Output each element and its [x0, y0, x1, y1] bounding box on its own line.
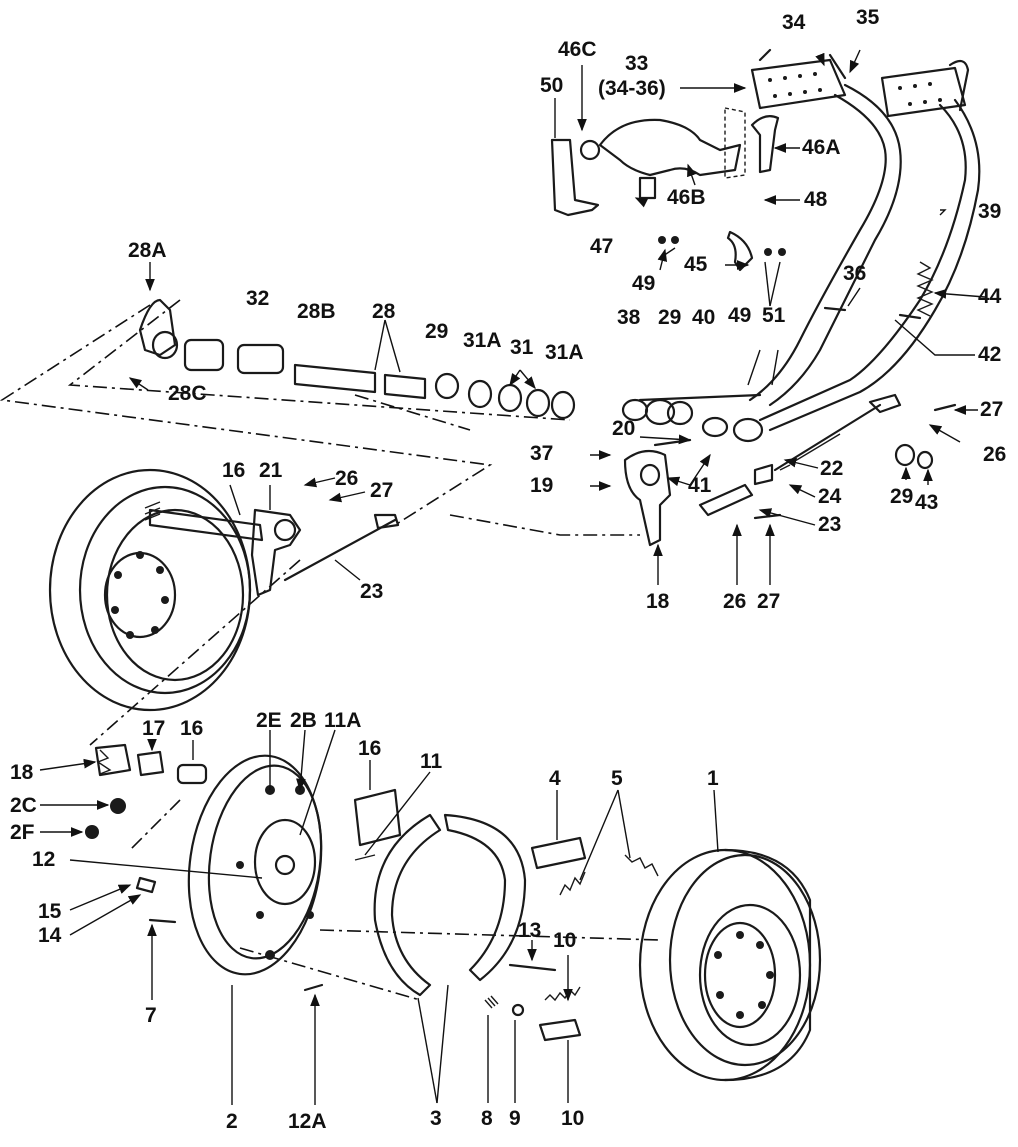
label-27-left: 27 — [370, 479, 393, 502]
label-15: 15 — [38, 900, 62, 923]
label-12A: 12A — [288, 1110, 327, 1133]
label-28: 28 — [372, 300, 396, 323]
springs-pins — [148, 836, 659, 1042]
label-26-bottom: 26 — [723, 590, 746, 613]
label-1: 1 — [707, 767, 719, 790]
label-49-right: 49 — [728, 304, 751, 327]
label-14: 14 — [38, 924, 62, 947]
label-47: 48 — [804, 188, 828, 211]
left-small-parts — [85, 743, 402, 894]
label-36: 36 — [843, 262, 866, 285]
label-44: 44 — [978, 285, 1002, 308]
label-45: 45 — [684, 253, 708, 276]
leader-lines — [39, 49, 986, 1105]
label-2F: 2F — [10, 821, 35, 844]
label-20: 21 — [259, 459, 283, 482]
label-46B: 46C — [558, 38, 597, 61]
label-37: 37 — [530, 442, 553, 465]
label-28C: 28C — [168, 382, 207, 405]
label-34-36: (34-36) — [598, 77, 666, 100]
label-48: 50 — [540, 74, 563, 97]
label-33: 33 — [625, 52, 648, 75]
label-11A: 11A — [324, 709, 361, 732]
label-28B: 28B — [297, 300, 336, 323]
label-7: 8 — [481, 1107, 493, 1130]
label-19: 18 — [646, 590, 670, 613]
assembled-brake-unit — [48, 468, 400, 712]
label-41: 41 — [688, 474, 712, 497]
label-10: 10 — [553, 929, 576, 952]
label-22: 20 — [612, 417, 635, 440]
label-50: 51 — [762, 304, 786, 327]
label-43: 43 — [915, 491, 938, 514]
label-28A: 28A — [128, 239, 167, 262]
label-2E: 2E — [256, 709, 282, 732]
label-16-top: 16 — [222, 459, 245, 482]
label-31A-right: 31A — [545, 341, 584, 364]
label-27-bottom: 27 — [757, 590, 780, 613]
label-27-top-right: 27 — [980, 398, 1003, 421]
label-29-left: 29 — [425, 320, 448, 343]
label-9: 10 — [561, 1107, 584, 1130]
label-49-left: 49 — [632, 272, 655, 295]
label-8: 9 — [509, 1107, 521, 1130]
brake-shoes — [354, 813, 527, 997]
label-23-right: 22 — [820, 457, 843, 480]
label-31A-left: 31A — [463, 329, 502, 352]
brake-pedals — [621, 48, 981, 472]
label-46C: 47 — [590, 235, 613, 258]
label-17: 17 — [142, 717, 165, 740]
label-38: 38 — [617, 306, 641, 329]
label-16-left: 16 — [180, 717, 203, 740]
label-25: 24 — [818, 485, 842, 508]
label-18: 18 — [10, 761, 34, 784]
label-39: 39 — [978, 200, 1001, 223]
cross-shaft-parts — [138, 298, 576, 420]
label-2: 2 — [226, 1110, 238, 1133]
label-29-middle: 29 — [658, 306, 681, 329]
label-26-left: 26 — [335, 467, 358, 490]
label-31: 31 — [510, 336, 534, 359]
label-11: 11 — [420, 750, 443, 773]
label-46A: 46B — [667, 186, 706, 209]
label-12: 12 — [32, 848, 55, 871]
label-40: 40 — [692, 306, 715, 329]
label-16-bottom: 16 — [358, 737, 381, 760]
label-26-right: 26 — [983, 443, 1006, 466]
assembly-guide-lines — [0, 299, 661, 1001]
brake-drum — [638, 848, 822, 1082]
label-21: 19 — [530, 474, 553, 497]
brake-arms — [623, 403, 957, 547]
label-13: 13 — [518, 919, 541, 942]
label-46: 46A — [802, 136, 841, 159]
label-34: 34 — [782, 11, 806, 34]
label-2C: 2C — [10, 794, 37, 817]
linkage-brackets — [550, 107, 786, 272]
label-4: 4 — [549, 767, 561, 790]
label-42: 42 — [978, 343, 1001, 366]
label-29-right: 29 — [890, 485, 913, 508]
part-labels: 28A 32 28B 28 29 31A 31 31A 28C 50 46C 3… — [10, 6, 1006, 1133]
label-24: 23 — [818, 513, 841, 536]
label-35: 35 — [856, 6, 880, 29]
label-2B: 2B — [290, 709, 317, 732]
label-32: 32 — [246, 287, 269, 310]
label-3: 3 — [430, 1107, 442, 1130]
label-23-left: 23 — [360, 580, 383, 603]
label-6: 7 — [145, 1004, 157, 1027]
label-5: 5 — [611, 767, 623, 790]
